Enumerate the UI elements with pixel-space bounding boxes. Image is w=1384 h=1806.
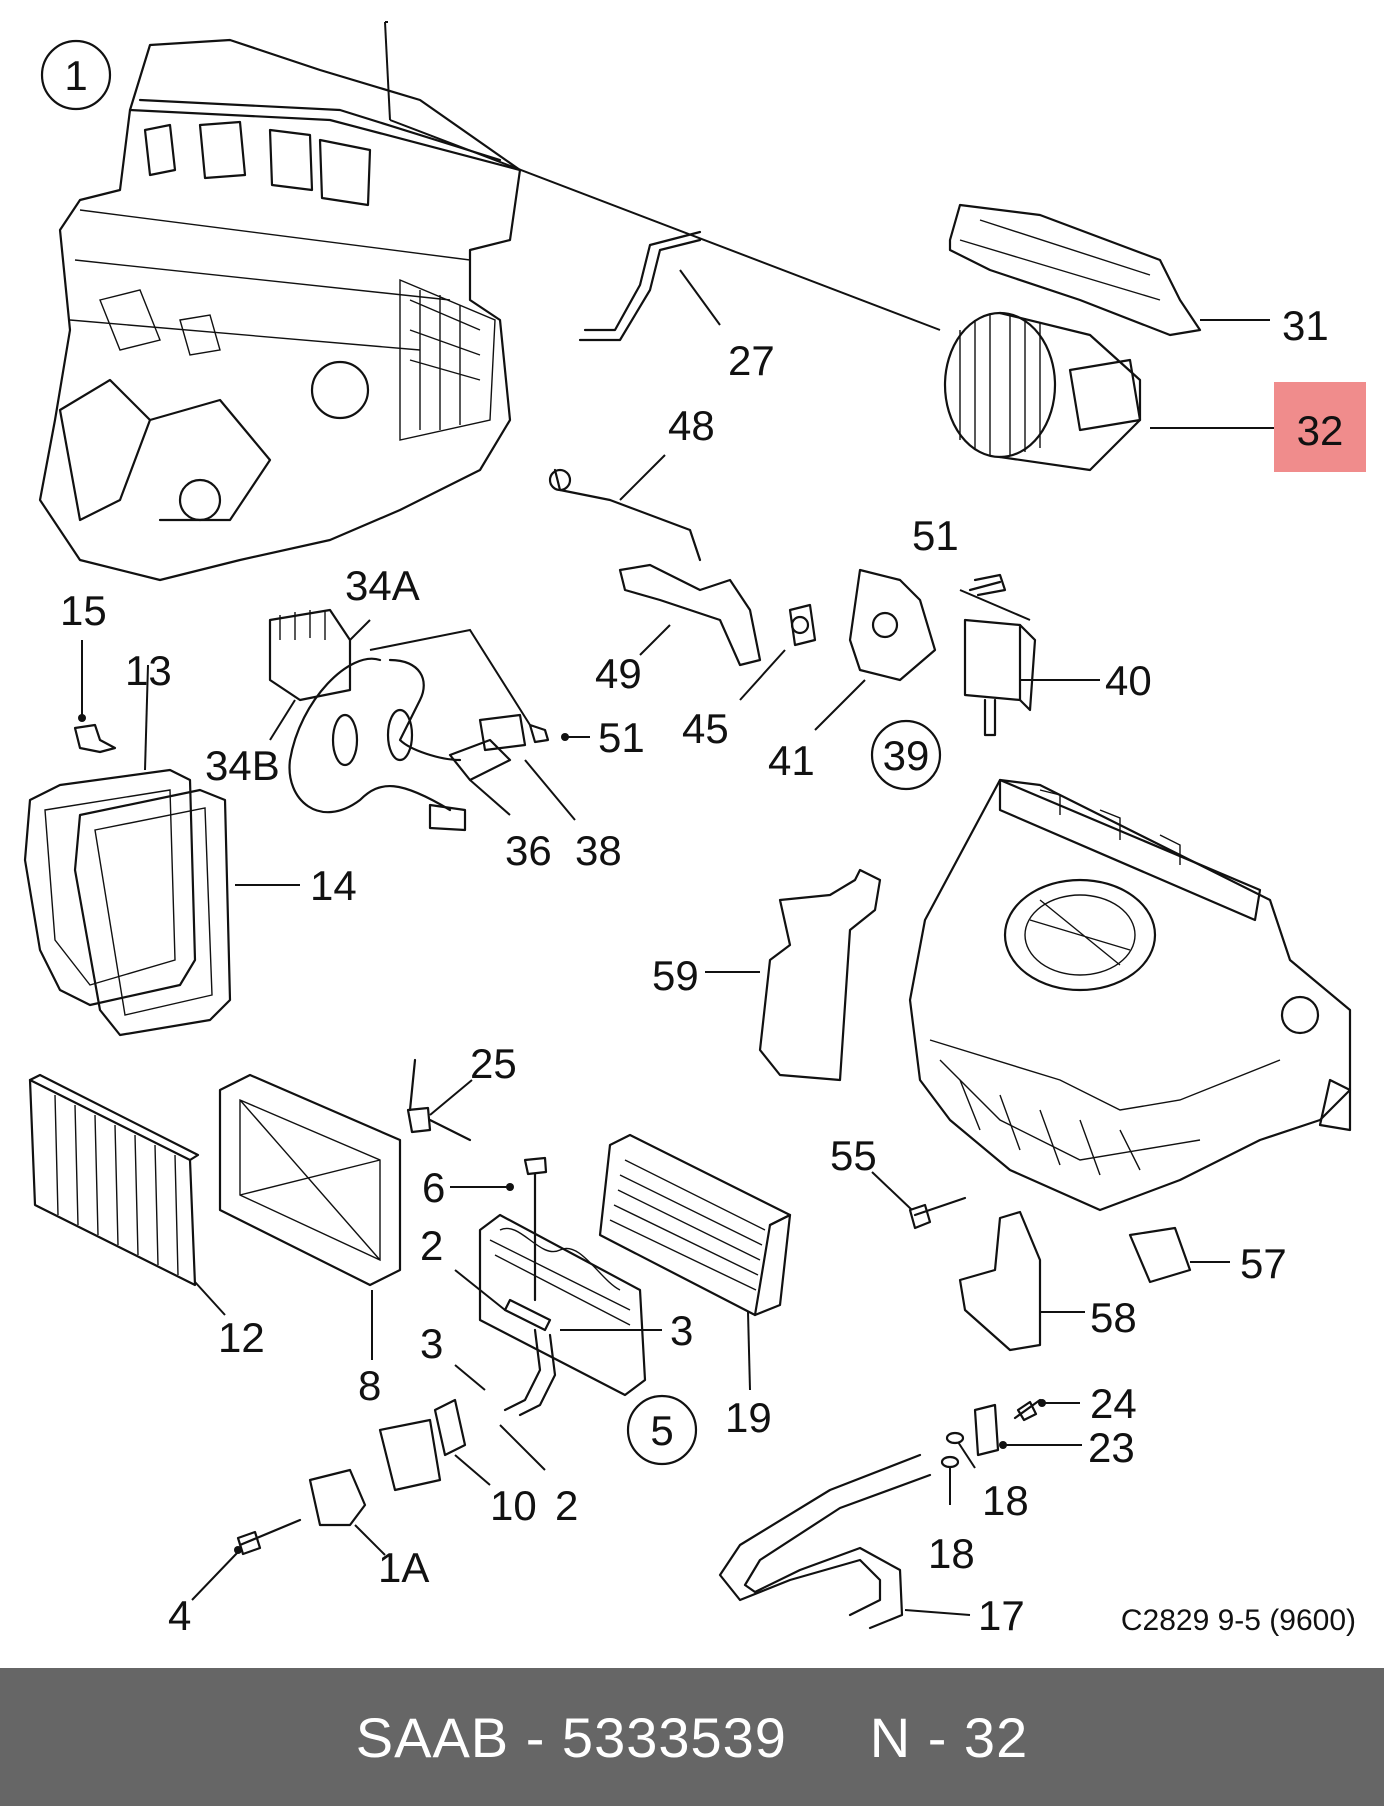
label-25: 25 xyxy=(470,1040,517,1087)
label-55: 55 xyxy=(830,1132,877,1179)
label-39: 39 xyxy=(883,732,930,779)
wiring-harness xyxy=(288,628,576,832)
bolt-4 xyxy=(191,1518,302,1601)
actuator-41 xyxy=(814,568,937,731)
callout-circle-39 xyxy=(870,719,942,791)
label-58: 58 xyxy=(1090,1294,1137,1341)
actuator-motor-40 xyxy=(963,618,1100,737)
label-59: 59 xyxy=(652,952,699,999)
blower-cover-31 xyxy=(948,203,1270,337)
side-cover-13 xyxy=(23,664,197,1007)
label-48: 48 xyxy=(668,402,715,449)
label-41: 41 xyxy=(768,737,815,784)
label-5: 5 xyxy=(650,1407,673,1454)
label-13: 13 xyxy=(125,647,172,694)
screw-51-top xyxy=(959,573,1031,621)
label-1a: 1A xyxy=(378,1544,429,1591)
label-24: 24 xyxy=(1090,1380,1137,1427)
label-31: 31 xyxy=(1282,302,1329,349)
label-18-upper: 18 xyxy=(982,1477,1029,1524)
gasket-14 xyxy=(73,788,300,1037)
label-17: 17 xyxy=(978,1592,1025,1639)
rod-48 xyxy=(548,454,702,562)
label-12: 12 xyxy=(218,1314,265,1361)
callout-circle-5 xyxy=(626,1394,698,1466)
label-57: 57 xyxy=(1240,1240,1287,1287)
filter-12 xyxy=(28,1073,226,1316)
label-51-mid: 51 xyxy=(598,714,645,761)
screw-15 xyxy=(73,640,117,754)
evaporator-5 xyxy=(478,1213,647,1417)
label-14: 14 xyxy=(310,862,357,909)
leader-2-top xyxy=(454,1269,506,1311)
label-10: 10 xyxy=(490,1482,537,1529)
valve-1a xyxy=(308,1468,386,1556)
duct-58 xyxy=(958,1210,1085,1352)
drawing-code: C2829 9-5 (9600) xyxy=(1121,1604,1356,1637)
label-38: 38 xyxy=(575,827,622,874)
leader-2-bottom xyxy=(499,1424,546,1471)
pipe-17 xyxy=(718,1453,971,1630)
filter-19 xyxy=(598,1133,792,1391)
parts-diagram: 1 27 31 32 48 49 45 xyxy=(23,21,1366,1639)
label-8: 8 xyxy=(358,1362,381,1409)
frame-8 xyxy=(218,1073,402,1360)
bolt-6 xyxy=(450,1156,548,1302)
label-36: 36 xyxy=(505,827,552,874)
label-19: 19 xyxy=(725,1394,772,1441)
label-6: 6 xyxy=(422,1164,445,1211)
label-40: 40 xyxy=(1105,657,1152,704)
label-2-bottom: 2 xyxy=(555,1482,578,1529)
flap-59 xyxy=(705,868,882,1082)
label-23: 23 xyxy=(1088,1424,1135,1471)
sensor-25 xyxy=(406,1058,473,1142)
screw-55 xyxy=(871,1171,967,1230)
oring-18 xyxy=(940,1431,976,1505)
callout-circle-1 xyxy=(40,39,112,111)
label-51-top: 51 xyxy=(912,512,959,559)
label-34b: 34B xyxy=(205,742,280,789)
screw-51-mid xyxy=(528,723,590,744)
pad-57 xyxy=(1128,1226,1230,1284)
bracket-23 xyxy=(973,1403,1082,1457)
highlight-box-32 xyxy=(1274,382,1366,472)
label-18-lower: 18 xyxy=(928,1530,975,1577)
part-number-caption: SAAB - 5333539 N - 32 xyxy=(355,1705,1029,1769)
label-27: 27 xyxy=(728,337,775,384)
label-34a: 34A xyxy=(345,562,420,609)
label-3-left: 3 xyxy=(420,1320,443,1367)
clip-45 xyxy=(739,603,817,701)
bracket-10 xyxy=(378,1398,491,1492)
resistor-34 xyxy=(268,608,371,741)
label-4: 4 xyxy=(168,1592,191,1639)
leader-3-left xyxy=(454,1364,486,1391)
label-15: 15 xyxy=(60,587,107,634)
blower-fan-32 xyxy=(943,311,1275,472)
label-1: 1 xyxy=(64,52,87,99)
label-3-right: 3 xyxy=(670,1307,693,1354)
lever-49 xyxy=(618,563,762,667)
label-49: 49 xyxy=(595,650,642,697)
footer-bar: SAAB - 5333539 N - 32 xyxy=(0,1668,1384,1806)
label-2-top: 2 xyxy=(420,1222,443,1269)
hvac-housing-top xyxy=(38,21,941,582)
hose-27 xyxy=(578,230,721,342)
label-45: 45 xyxy=(682,705,729,752)
screw-24 xyxy=(1013,1398,1080,1422)
label-32: 32 xyxy=(1297,407,1344,454)
hvac-housing-assembly-39 xyxy=(908,778,1352,1212)
